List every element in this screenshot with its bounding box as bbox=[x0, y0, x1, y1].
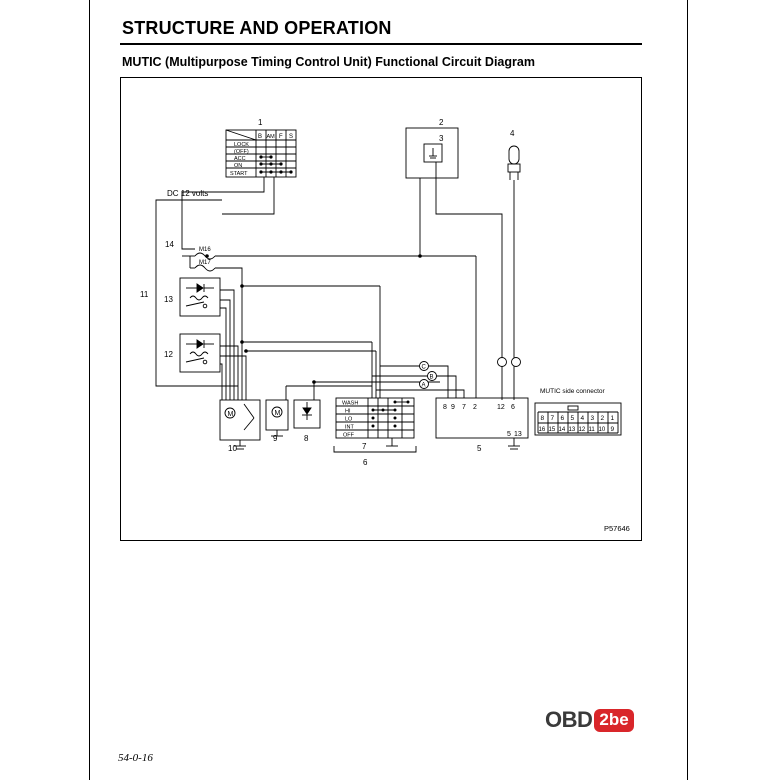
ign-col-f: F bbox=[279, 134, 283, 140]
callout-5: 5 bbox=[477, 444, 482, 453]
wiper-row-wash: WASH bbox=[342, 401, 358, 407]
ign-row-acc: ACC bbox=[234, 156, 246, 162]
supply-label: DC 12 volts bbox=[167, 189, 208, 198]
callout-6: 6 bbox=[363, 458, 368, 467]
mutic-pin-2: 2 bbox=[473, 404, 477, 411]
page-sheet bbox=[89, 0, 688, 780]
conn-top-2: 2 bbox=[601, 415, 605, 422]
mutic-pin-8: 8 bbox=[443, 404, 447, 411]
diagram-frame bbox=[120, 77, 642, 541]
sensor-4 bbox=[507, 145, 521, 180]
wiper-row-lo: LO bbox=[345, 417, 353, 423]
wiper-motor: M bbox=[219, 399, 261, 450]
fuse-label-m17: M17 bbox=[199, 260, 211, 266]
callout-2: 2 bbox=[439, 118, 444, 127]
logo-badge: 2be bbox=[594, 708, 634, 732]
switch-bracket bbox=[333, 446, 417, 453]
conn-bot-14: 14 bbox=[559, 427, 566, 433]
conn-top-5: 5 bbox=[571, 415, 575, 422]
relay-13 bbox=[179, 277, 221, 317]
wiper-row-int: INT bbox=[345, 425, 355, 431]
connector-title: MUTIC side connector bbox=[540, 388, 605, 395]
conn-top-3: 3 bbox=[591, 415, 595, 422]
ign-row-lock: LOCK bbox=[234, 142, 249, 148]
conn-bot-12: 12 bbox=[579, 427, 586, 433]
mutic-pin-6: 6 bbox=[511, 404, 515, 411]
diagram-subtitle: MUTIC (Multipurpose Timing Control Unit)… bbox=[122, 55, 535, 69]
conn-bot-11: 11 bbox=[589, 427, 596, 433]
mutic-pin-5: 5 bbox=[507, 431, 511, 438]
conn-bot-16: 16 bbox=[539, 427, 546, 433]
mutic-pin-12: 12 bbox=[497, 404, 505, 411]
ign-row-on: ON bbox=[234, 163, 242, 169]
callout-7: 7 bbox=[362, 442, 367, 451]
relay-group-bracket bbox=[155, 199, 238, 387]
wiper-row-off: OFF bbox=[343, 433, 355, 439]
callout-8: 8 bbox=[304, 434, 309, 443]
callout-12: 12 bbox=[164, 350, 173, 359]
wire-marker-b-label: B bbox=[430, 375, 434, 381]
callout-4: 4 bbox=[510, 129, 515, 138]
wire-marker-a bbox=[419, 379, 429, 389]
callout-9: 9 bbox=[273, 434, 278, 443]
mutic-pin-9: 9 bbox=[451, 404, 455, 411]
callout-11: 11 bbox=[140, 290, 149, 299]
ign-col-s: S bbox=[289, 134, 293, 140]
ign-row-start: START bbox=[230, 171, 248, 177]
conn-bot-15: 15 bbox=[549, 427, 556, 433]
callout-13: 13 bbox=[164, 295, 173, 304]
callout-3: 3 bbox=[439, 134, 444, 143]
ign-col-am: AM bbox=[267, 134, 276, 140]
obd2be-logo: OBD 2be bbox=[545, 706, 634, 734]
conn-top-6: 6 bbox=[561, 415, 565, 422]
callout-1: 1 bbox=[258, 118, 263, 127]
ign-row-off: (OFF) bbox=[234, 149, 249, 155]
conn-top-8: 8 bbox=[541, 415, 545, 422]
conn-top-7: 7 bbox=[551, 415, 555, 422]
callout-14: 14 bbox=[165, 240, 174, 249]
wiper-switch bbox=[335, 397, 415, 447]
mutic-unit bbox=[435, 397, 529, 439]
fuse-label-m16: M16 bbox=[199, 247, 211, 253]
logo-text: OBD bbox=[545, 707, 593, 732]
wire-marker-a-label: A bbox=[422, 383, 426, 389]
conn-bot-9: 9 bbox=[611, 426, 615, 433]
diode-block bbox=[293, 399, 321, 429]
wiper-row-hi: HI bbox=[345, 409, 351, 415]
mutic-pin-13: 13 bbox=[514, 431, 522, 438]
ign-col-b: B bbox=[258, 134, 262, 140]
callout-10: 10 bbox=[228, 444, 237, 453]
mutic-side-connector bbox=[534, 402, 622, 436]
wire-marker-c-label: C bbox=[422, 365, 427, 371]
washer-motor: M bbox=[265, 399, 289, 437]
figure-code: P57646 bbox=[604, 524, 630, 533]
relay-12 bbox=[179, 333, 221, 373]
mutic-pin-7: 7 bbox=[462, 404, 466, 411]
svg-text:M: M bbox=[228, 411, 234, 418]
page-title: STRUCTURE AND OPERATION bbox=[122, 18, 392, 38]
ignition-switch bbox=[225, 129, 297, 178]
page-number: 54-0-16 bbox=[118, 752, 153, 764]
conn-top-1: 1 bbox=[611, 415, 615, 422]
svg-text:M: M bbox=[275, 410, 281, 417]
wire-marker-c bbox=[419, 361, 429, 371]
conn-bot-13: 13 bbox=[569, 427, 576, 433]
acc-wire bbox=[181, 177, 265, 250]
washer-relay bbox=[405, 127, 459, 179]
title-rule bbox=[120, 43, 642, 45]
wire-marker-b bbox=[427, 371, 437, 381]
conn-bot-10: 10 bbox=[599, 427, 606, 433]
conn-top-4: 4 bbox=[581, 415, 585, 422]
